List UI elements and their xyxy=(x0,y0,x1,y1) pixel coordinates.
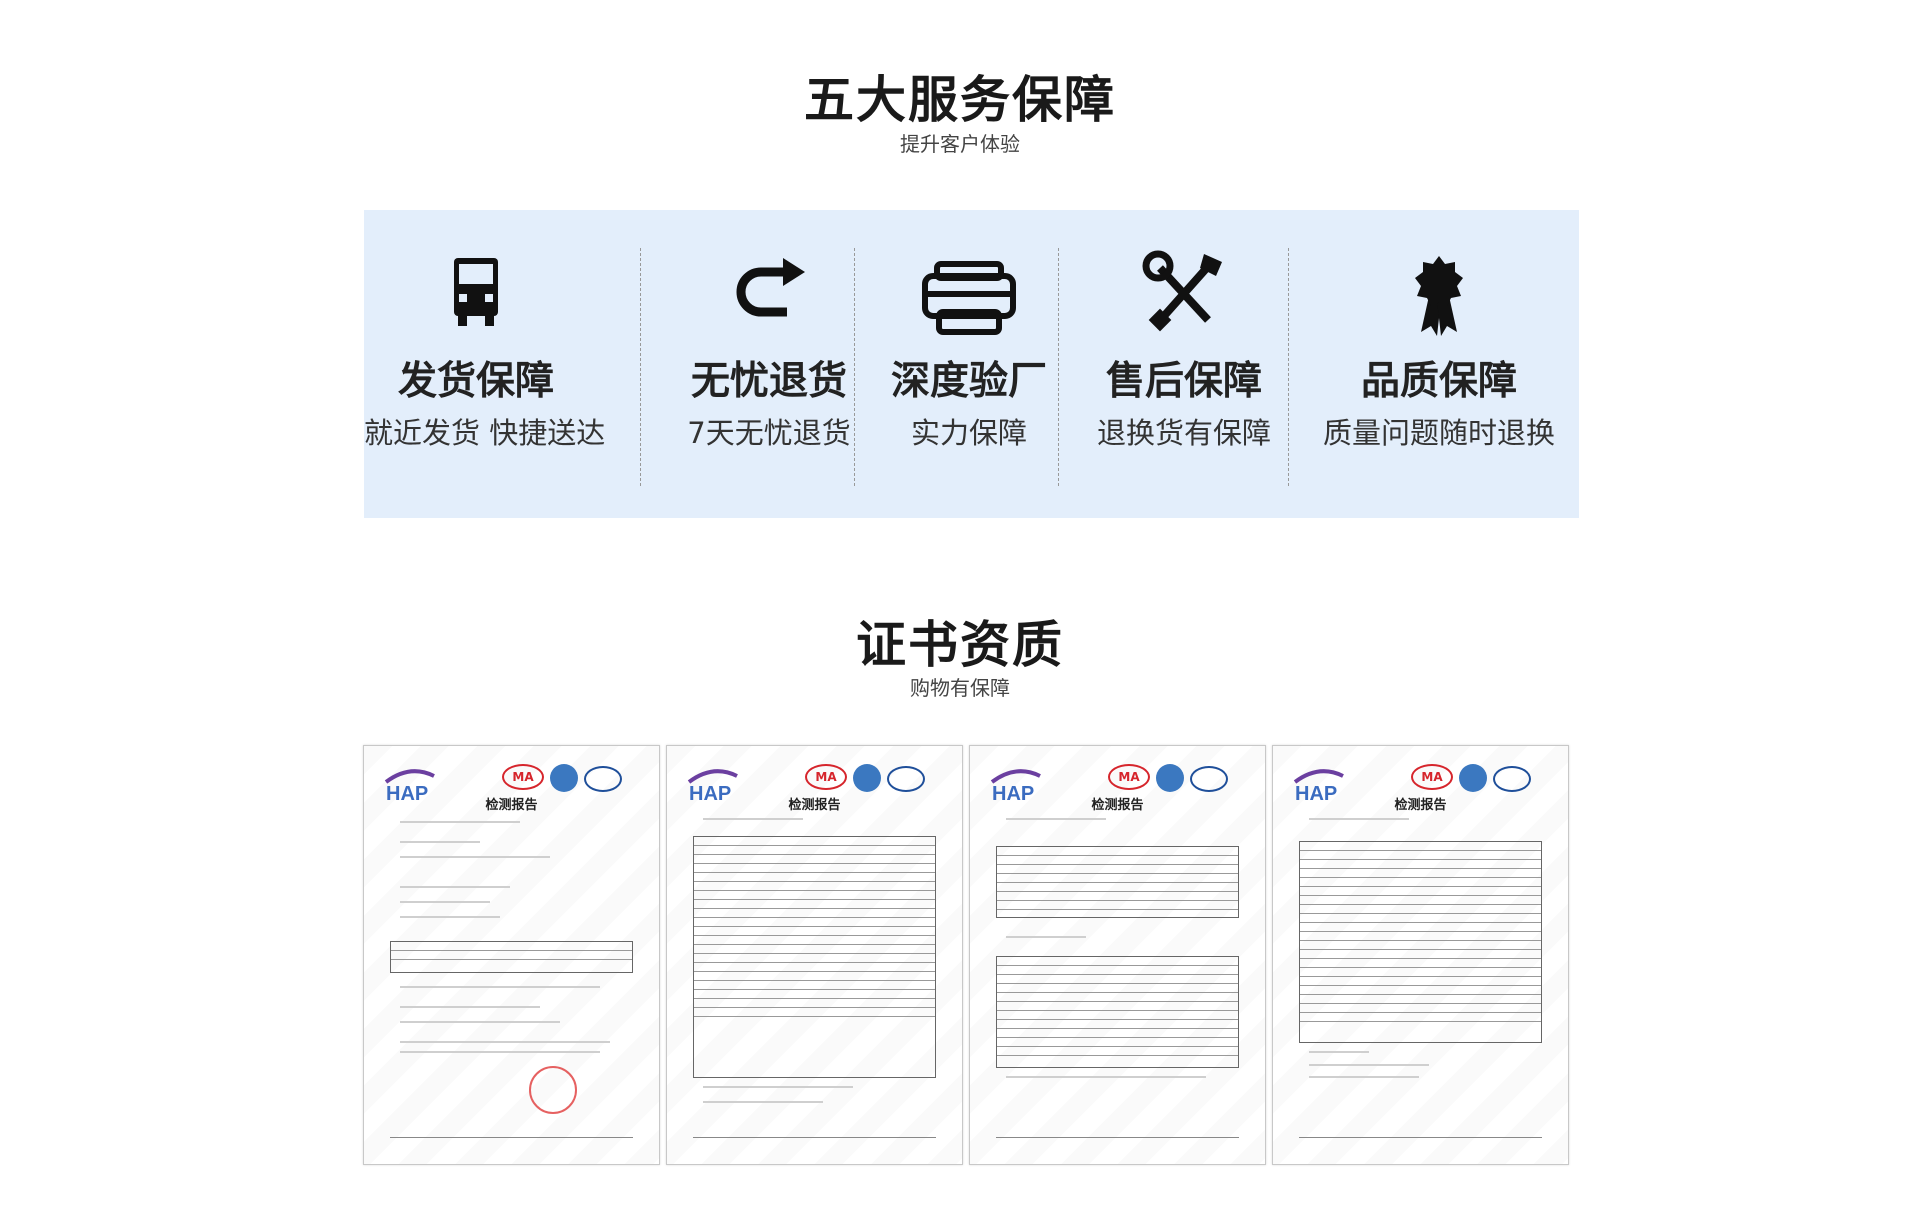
service-desc: 实力保障 xyxy=(910,416,1027,450)
hap-text: HAP xyxy=(1295,783,1337,804)
hap-text: HAP xyxy=(386,783,428,804)
service-aftersales: 售后保障 退换货有保障 xyxy=(1074,210,1294,518)
cnas-mark xyxy=(1493,766,1531,792)
certificate-3[interactable]: HAP MA 检测报告 xyxy=(969,745,1266,1165)
service-name: 售后保障 xyxy=(1105,359,1262,404)
services-title: 五大服务保障 xyxy=(804,71,1116,129)
ilac-mark xyxy=(550,764,578,792)
service-name: 无忧退货 xyxy=(690,359,847,404)
cnas-mark xyxy=(584,766,622,792)
watermark xyxy=(1273,746,1568,1164)
service-name: 品质保障 xyxy=(1360,359,1517,404)
ilac-mark xyxy=(1459,764,1487,792)
red-stamp xyxy=(529,1066,577,1114)
certificate-1[interactable]: HAP MA 检测报告 xyxy=(363,745,660,1165)
certificate-title: 检测报告 xyxy=(1091,798,1144,813)
divider xyxy=(1058,248,1059,486)
service-desc: 质量问题随时退换 xyxy=(1322,416,1555,450)
certs-title: 证书资质 xyxy=(856,616,1064,674)
certificate-4[interactable]: HAP MA 检测报告 xyxy=(1272,745,1569,1165)
tools-icon xyxy=(1142,250,1222,332)
certificate-title: 检测报告 xyxy=(1394,798,1447,813)
ilac-mark xyxy=(853,764,881,792)
service-shipping: 发货保障 就近发货 快捷送达 xyxy=(364,210,606,518)
certificate-title: 检测报告 xyxy=(788,798,841,813)
service-name: 发货保障 xyxy=(397,359,554,404)
certificate-2[interactable]: HAP MA 检测报告 xyxy=(666,745,963,1165)
service-return: 无忧退货 7天无忧退货 xyxy=(664,210,874,518)
watermark xyxy=(667,746,962,1164)
divider xyxy=(854,248,855,486)
hap-logo: HAP xyxy=(1293,769,1344,804)
hap-text: HAP xyxy=(689,783,731,804)
service-name: 深度验厂 xyxy=(890,359,1047,404)
truck-icon xyxy=(454,258,498,326)
service-factory: 深度验厂 实力保障 xyxy=(874,210,1064,518)
ma-mark: MA xyxy=(805,764,847,790)
service-desc: 7天无忧退货 xyxy=(687,416,851,450)
hap-logo: HAP xyxy=(687,769,738,804)
hap-text: HAP xyxy=(992,783,1034,804)
services-subtitle: 提升客户体验 xyxy=(900,132,1020,156)
hap-logo: HAP xyxy=(384,769,435,804)
certs-subtitle: 购物有保障 xyxy=(910,676,1010,700)
watermark xyxy=(364,746,659,1164)
hap-logo: HAP xyxy=(990,769,1041,804)
service-desc: 退换货有保障 xyxy=(1096,416,1271,450)
divider xyxy=(640,248,641,486)
factory-icon xyxy=(922,261,1016,335)
cnas-mark xyxy=(1190,766,1228,792)
service-desc: 就近发货 快捷送达 xyxy=(364,416,606,450)
certificate-title: 检测报告 xyxy=(485,798,538,813)
watermark xyxy=(970,746,1265,1164)
services-panel: 发货保障 就近发货 快捷送达 无忧退货 7天无忧退货 深度验厂 实力保障 xyxy=(364,210,1579,518)
cnas-mark xyxy=(887,766,925,792)
divider xyxy=(1288,248,1289,486)
award-ribbon-icon xyxy=(1415,256,1463,336)
return-arrow-icon xyxy=(736,258,805,317)
service-quality: 品质保障 质量问题随时退换 xyxy=(1299,210,1579,518)
ma-mark: MA xyxy=(1411,764,1453,790)
ma-mark: MA xyxy=(1108,764,1150,790)
ma-mark: MA xyxy=(502,764,544,790)
ilac-mark xyxy=(1156,764,1184,792)
